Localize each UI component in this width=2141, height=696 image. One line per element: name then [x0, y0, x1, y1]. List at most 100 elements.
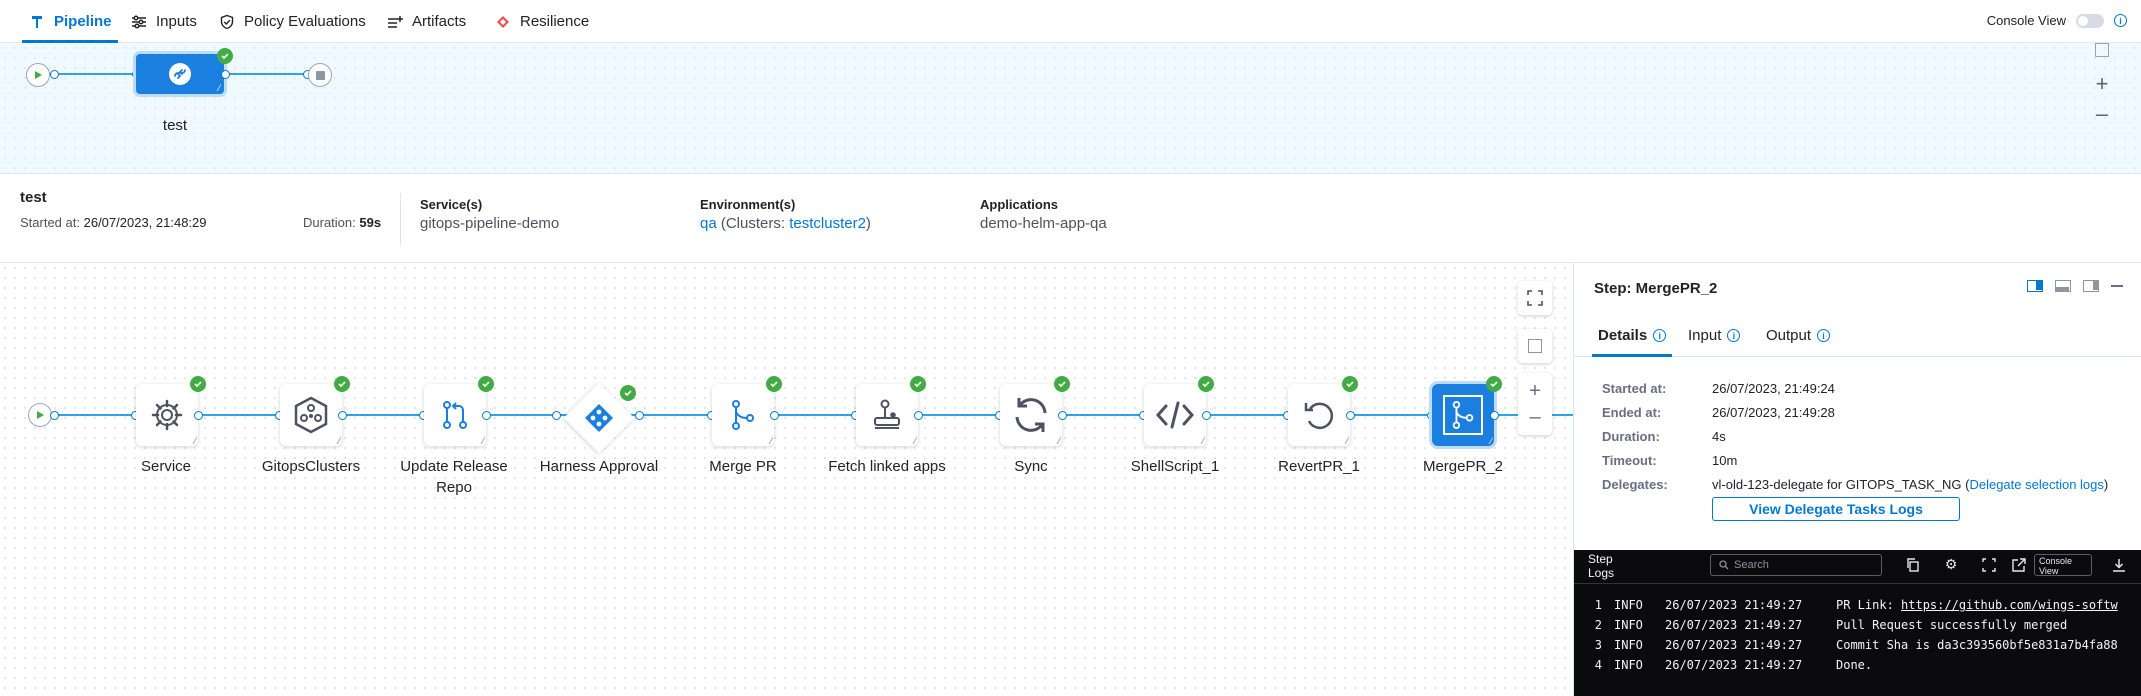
layout-float-icon[interactable]	[2083, 280, 2099, 292]
console-view-toggle[interactable]: Console View i	[1987, 13, 2127, 28]
cluster-link[interactable]: testcluster2	[789, 215, 866, 232]
started-at-label: Started at:	[1602, 381, 1667, 396]
console-view-button[interactable]: Console View	[2034, 554, 2092, 576]
pull-request-icon	[443, 401, 467, 429]
step-node-fetch-linked-apps[interactable]: ⁄	[856, 384, 918, 446]
tab-resilience[interactable]: Resilience	[494, 0, 589, 43]
success-check-icon	[1342, 376, 1358, 392]
start-port	[50, 411, 59, 420]
services-link[interactable]: gitops-pipeline-demo	[420, 215, 560, 232]
gitops-stage-icon	[169, 63, 191, 85]
step-label-update-release-repo: Update Release Repo	[400, 458, 508, 496]
step-out-port	[635, 411, 644, 420]
log-time: 26/07/2023 21:49:27	[1665, 618, 1803, 632]
fullscreen-button[interactable]	[1518, 281, 1552, 315]
layout-bottom-icon[interactable]	[2055, 280, 2071, 292]
fit-icon	[1528, 339, 1542, 353]
env-link[interactable]: qa	[700, 215, 717, 232]
merge-icon	[1452, 401, 1474, 429]
delegates-suffix: )	[2103, 477, 2109, 492]
stage-node-test[interactable]: ⁄	[136, 54, 224, 94]
zoom-in-icon[interactable]: +	[2095, 71, 2109, 96]
log-line-number: 3	[1594, 638, 1602, 652]
gear-icon	[151, 399, 183, 431]
tab-policy-label: Policy Evaluations	[244, 13, 366, 30]
stage-graph: ⁄ test + –	[0, 43, 2141, 174]
sliders-icon	[130, 13, 148, 31]
delegates-value: vl-old-123-delegate for GITOPS_TASK_NG (…	[1712, 477, 2108, 492]
services-label: Service(s)	[420, 197, 483, 212]
success-check-icon	[217, 48, 233, 64]
step-label-merge-pr: Merge PR	[709, 458, 777, 475]
step-node-revertpr-1[interactable]: ⁄	[1288, 384, 1350, 446]
environments-value: qa (Clusters: testcluster2)	[700, 215, 871, 232]
layout-right-icon[interactable]	[2027, 280, 2043, 292]
expand-icon	[1527, 290, 1543, 306]
tab-policy-evaluations[interactable]: Policy Evaluations	[218, 0, 366, 43]
fit-to-screen-button[interactable]	[1518, 329, 1552, 363]
sync-icon	[1015, 398, 1047, 432]
info-icon: i	[1817, 329, 1831, 342]
step-node-merge-pr[interactable]: ⁄	[712, 384, 774, 446]
step-label-harness-approval: Harness Approval	[539, 458, 659, 475]
pipeline-start-node	[26, 63, 50, 87]
ended-at-label: Ended at:	[1602, 405, 1662, 420]
pipeline-icon	[28, 13, 46, 31]
log-pr-link[interactable]: https://github.com/wings-softw	[1901, 598, 2118, 612]
download-icon[interactable]	[2110, 556, 2128, 574]
info-icon: i	[1727, 329, 1741, 342]
tab-details[interactable]: Details i	[1591, 327, 1673, 357]
log-level: INFO	[1614, 638, 1643, 652]
log-time: 26/07/2023 21:49:27	[1665, 658, 1803, 672]
step-node-gitopsclusters[interactable]: ⁄	[280, 384, 342, 446]
zoom-out-icon[interactable]: –	[2095, 101, 2109, 126]
log-line-number: 4	[1594, 658, 1602, 672]
tab-output[interactable]: Output i	[1766, 327, 1831, 344]
minimize-icon[interactable]	[2111, 285, 2123, 287]
step-out-port	[194, 411, 203, 420]
success-check-icon	[766, 376, 782, 392]
tab-input-label: Input	[1688, 327, 1722, 344]
tab-inputs[interactable]: Inputs	[130, 0, 197, 43]
logs-search-input[interactable]: Search	[1710, 554, 1882, 576]
panel-title: Step: MergePR_2	[1594, 280, 1718, 297]
delegates-label: Delegates:	[1602, 477, 1668, 492]
timeout-label: Timeout:	[1602, 453, 1657, 468]
step-out-port	[770, 411, 779, 420]
environments-label: Environment(s)	[700, 197, 796, 212]
expand-icon[interactable]	[1980, 556, 1998, 574]
info-icon[interactable]: i	[2114, 14, 2127, 27]
step-node-update-release-repo[interactable]: ⁄	[424, 384, 486, 446]
code-icon	[1155, 401, 1195, 429]
copy-icon[interactable]	[1904, 556, 1922, 574]
zoom-in-icon[interactable]: +	[1529, 380, 1541, 402]
tab-artifacts[interactable]: Artifacts	[386, 0, 466, 43]
step-node-mergepr-2[interactable]: ⁄	[1432, 384, 1494, 446]
log-line-number: 1	[1594, 598, 1602, 612]
success-check-icon	[1054, 376, 1070, 392]
applications-label: Applications	[980, 197, 1059, 212]
stage-out-port	[221, 70, 230, 79]
tab-pipeline[interactable]: Pipeline	[22, 0, 118, 43]
step-node-service[interactable]: ⁄	[136, 384, 198, 446]
console-view-switch[interactable]	[2076, 13, 2104, 28]
step-node-sync[interactable]: ⁄	[1000, 384, 1062, 446]
step-label-mergepr-2: MergePR_2	[1422, 458, 1504, 475]
step-out-port	[1202, 411, 1211, 420]
success-check-icon	[334, 376, 350, 392]
step-details-panel: Step: MergePR_2 Details i Input i Output…	[1573, 263, 2141, 696]
settings-icon[interactable]: ⚙	[1944, 557, 1958, 573]
log-message: Commit Sha is da3c393560bf5e831a7b4fa88	[1836, 638, 2118, 652]
open-external-icon[interactable]	[2010, 556, 2028, 574]
success-check-icon	[1198, 376, 1214, 392]
delegate-selection-logs-link[interactable]: Delegate selection logs	[1969, 477, 2104, 492]
clusters-suffix: )	[865, 215, 871, 232]
tab-details-label: Details	[1598, 327, 1648, 344]
fit-icon[interactable]	[2095, 43, 2109, 57]
view-delegate-tasks-logs-button[interactable]: View Delegate Tasks Logs	[1712, 497, 1960, 521]
tab-input[interactable]: Input i	[1688, 327, 1741, 344]
zoom-out-icon[interactable]: –	[1529, 406, 1541, 428]
step-node-shellscript-1[interactable]: ⁄	[1144, 384, 1206, 446]
step-label-shellscript-1: ShellScript_1	[1130, 458, 1220, 475]
play-icon	[37, 411, 44, 419]
